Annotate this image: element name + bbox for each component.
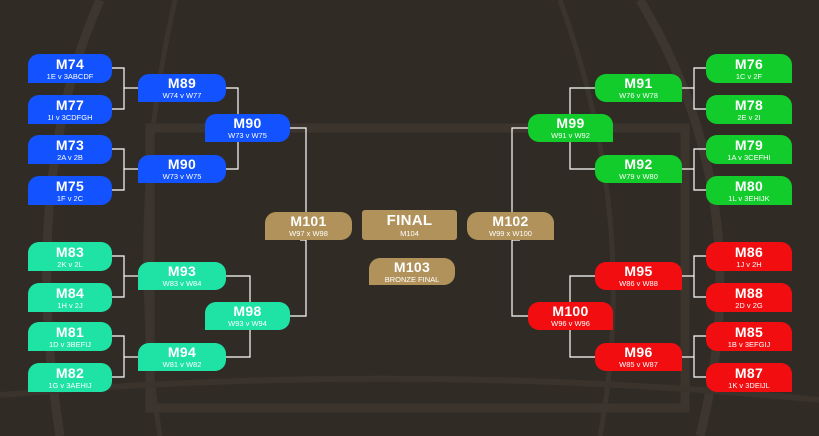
match-teams: M104 xyxy=(400,228,419,238)
match-m102[interactable]: M102 W99 x W100 xyxy=(467,212,554,240)
match-teams: W91 v W92 xyxy=(551,131,590,141)
match-title: M90 xyxy=(233,115,262,132)
match-title: M88 xyxy=(734,284,764,301)
match-m81[interactable]: M81 1D v 3BEFIJ xyxy=(28,322,112,351)
match-m76[interactable]: M76 1C v 2F xyxy=(706,54,792,83)
match-teams: 2E v 2I xyxy=(737,112,761,122)
match-teams: 1C v 2F xyxy=(735,71,763,81)
match-m93[interactable]: M93 W83 v W84 xyxy=(138,262,226,290)
match-title: M84 xyxy=(55,284,85,301)
match-m100[interactable]: M100 W96 v W96 xyxy=(528,302,613,330)
match-m78[interactable]: M78 2E v 2I xyxy=(706,95,792,124)
match-title: M90 xyxy=(167,156,197,173)
match-title: M82 xyxy=(55,364,85,381)
match-title: M78 xyxy=(734,96,764,113)
match-teams: W73 v W75 xyxy=(228,131,267,141)
match-m94[interactable]: M94 W81 v W82 xyxy=(138,343,226,371)
match-teams: W97 x W98 xyxy=(289,229,328,239)
match-teams: 1D v 3BEFIJ xyxy=(48,339,92,349)
match-title: M79 xyxy=(734,136,764,153)
match-m79[interactable]: M79 1A v 3CEFHI xyxy=(706,135,792,164)
match-teams: W79 v W80 xyxy=(619,172,658,182)
match-title: M102 xyxy=(492,213,529,230)
match-m83[interactable]: M83 2K v 2L xyxy=(28,242,112,271)
match-m90-upper[interactable]: M90 W73 v W75 xyxy=(205,114,290,142)
match-m87[interactable]: M87 1K v 3DEIJL xyxy=(706,363,792,392)
match-title: M75 xyxy=(55,177,85,194)
match-teams: 1B v 3EFGIJ xyxy=(727,339,771,349)
match-title: M98 xyxy=(233,303,262,320)
match-m98[interactable]: M98 W93 v W94 xyxy=(205,302,290,330)
match-m73[interactable]: M73 2A v 2B xyxy=(28,135,112,164)
match-m86[interactable]: M86 1J v 2H xyxy=(706,242,792,271)
match-title: M103 xyxy=(393,258,431,275)
match-title: M91 xyxy=(624,75,653,92)
match-title: M74 xyxy=(55,55,85,72)
match-title: M100 xyxy=(552,303,589,320)
match-teams: W99 x W100 xyxy=(489,229,532,239)
match-teams: 1F v 2C xyxy=(56,193,84,203)
match-teams: W74 v W77 xyxy=(162,91,202,101)
match-teams: W83 v W84 xyxy=(162,279,202,289)
match-title: M76 xyxy=(734,55,764,72)
match-title: M77 xyxy=(55,96,85,113)
match-teams: W96 v W96 xyxy=(551,319,590,329)
match-m88[interactable]: M88 2D v 2G xyxy=(706,283,792,312)
match-m84[interactable]: M84 1H v 2J xyxy=(28,283,112,312)
match-teams: 1G v 3AEHIJ xyxy=(48,380,92,390)
match-teams: W93 v W94 xyxy=(228,319,267,329)
match-m74[interactable]: M74 1E v 3ABCDF xyxy=(28,54,112,83)
match-m90-lower[interactable]: M90 W73 v W75 xyxy=(138,155,226,183)
match-final[interactable]: FINAL M104 xyxy=(362,210,457,240)
match-m101[interactable]: M101 W97 x W98 xyxy=(265,212,352,240)
match-title: M86 xyxy=(734,243,764,260)
match-m91[interactable]: M91 W76 v W78 xyxy=(595,74,682,102)
match-title: M99 xyxy=(556,115,585,132)
match-teams: 1H v 2J xyxy=(57,300,83,310)
match-teams: 1K v 3DEIJL xyxy=(728,380,770,390)
match-teams: 2K v 2L xyxy=(57,259,83,269)
match-title: M89 xyxy=(167,75,197,92)
match-teams: 1J v 2H xyxy=(736,259,762,269)
match-title: M87 xyxy=(734,364,764,381)
match-title: M94 xyxy=(167,344,197,361)
match-m80[interactable]: M80 1L v 3EHIJK xyxy=(706,176,792,205)
match-teams: W76 v W78 xyxy=(619,91,658,101)
match-title: M85 xyxy=(734,323,764,340)
match-title: M80 xyxy=(734,177,764,194)
match-m96[interactable]: M96 W85 v W87 xyxy=(595,343,682,371)
match-teams: W86 v W88 xyxy=(619,279,658,289)
match-teams: W85 v W87 xyxy=(619,360,658,370)
match-title: M73 xyxy=(55,136,85,153)
bracket-lines xyxy=(112,67,706,378)
match-title: M93 xyxy=(167,263,197,280)
match-teams: 1I v 3CDFGH xyxy=(47,112,93,122)
match-teams: 2A v 2B xyxy=(57,152,83,162)
match-title: FINAL xyxy=(386,211,433,229)
match-title: M95 xyxy=(624,263,653,280)
match-m77[interactable]: M77 1I v 3CDFGH xyxy=(28,95,112,124)
match-teams: 1E v 3ABCDF xyxy=(46,71,94,81)
match-teams: 1L v 3EHIJK xyxy=(728,193,770,203)
match-m89[interactable]: M89 W74 v W77 xyxy=(138,74,226,102)
match-teams: 2D v 2G xyxy=(735,300,763,310)
match-teams: 1A v 3CEFHI xyxy=(727,152,771,162)
match-teams: BRONZE FINAL xyxy=(384,274,440,284)
match-teams: W81 v W82 xyxy=(162,360,202,370)
match-m92[interactable]: M92 W79 v W80 xyxy=(595,155,682,183)
match-m82[interactable]: M82 1G v 3AEHIJ xyxy=(28,363,112,392)
match-m85[interactable]: M85 1B v 3EFGIJ xyxy=(706,322,792,351)
match-title: M81 xyxy=(55,323,85,340)
match-m75[interactable]: M75 1F v 2C xyxy=(28,176,112,205)
match-m99[interactable]: M99 W91 v W92 xyxy=(528,114,613,142)
match-m103[interactable]: M103 BRONZE FINAL xyxy=(369,258,455,285)
match-title: M83 xyxy=(55,243,85,260)
match-m95[interactable]: M95 W86 v W88 xyxy=(595,262,682,290)
match-title: M92 xyxy=(624,156,653,173)
match-title: M96 xyxy=(624,344,653,361)
match-title: M101 xyxy=(290,213,327,230)
match-teams: W73 v W75 xyxy=(162,172,202,182)
